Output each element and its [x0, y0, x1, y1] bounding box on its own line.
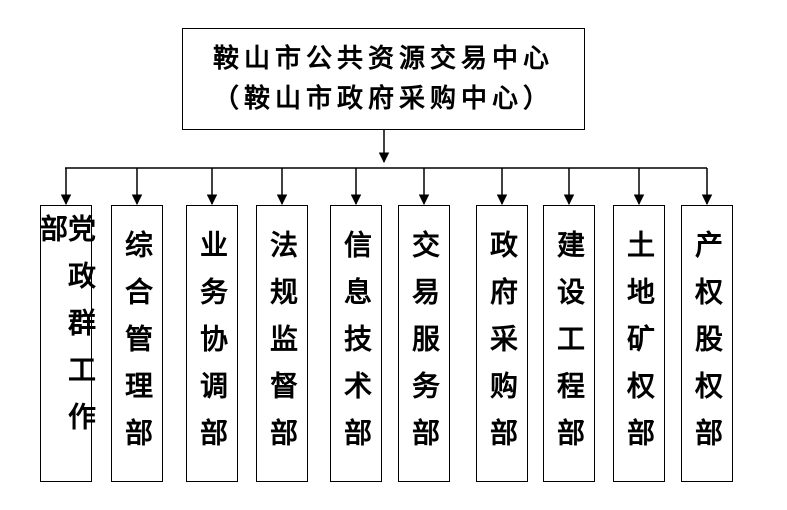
org-head-box: 鞍山市公共资源交易中心 （鞍山市政府采购中心）	[182, 28, 585, 130]
dept-label: 政府采购部	[486, 230, 519, 465]
dept-label: 业务协调部	[196, 230, 229, 465]
dept-box-tudi: 土地矿权部	[613, 205, 665, 482]
dept-label: 建设工程部	[553, 230, 586, 465]
dept-box-xinxi: 信息技术部	[330, 205, 382, 482]
dept-box-caigou: 政府采购部	[476, 205, 528, 482]
dept-label: 党政群工作部	[36, 214, 97, 449]
dept-label: 综合管理部	[121, 230, 154, 465]
dept-box-chanquan: 产权股权部	[681, 205, 733, 482]
dept-label: 产权股权部	[691, 230, 724, 465]
dept-box-dangzhengqun: 党政群工作部	[36, 205, 97, 482]
dept-box-zonghe: 综合管理部	[111, 205, 163, 482]
dept-box-jiaoyi: 交易服务部	[398, 205, 450, 482]
dept-box-yewu: 业务协调部	[186, 205, 238, 482]
dept-box-fagui: 法规监督部	[256, 205, 308, 482]
dept-label: 法规监督部	[266, 230, 299, 465]
org-subtitle: （鞍山市政府采购中心）	[212, 84, 554, 114]
dept-label: 土地矿权部	[623, 230, 656, 465]
dept-label: 交易服务部	[408, 230, 441, 465]
dept-box-jianshe: 建设工程部	[543, 205, 595, 482]
dept-label: 信息技术部	[340, 230, 373, 465]
org-title: 鞍山市公共资源交易中心	[212, 44, 554, 74]
